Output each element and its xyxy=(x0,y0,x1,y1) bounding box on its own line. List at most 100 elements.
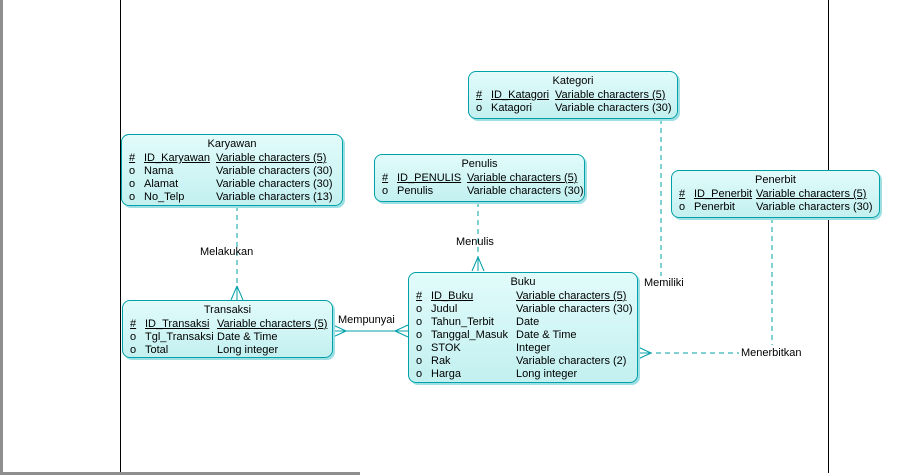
attribute-row-judul: o Judul Variable characters (30) xyxy=(409,303,637,316)
optional-marker: o xyxy=(382,185,389,197)
attribute-type: Variable characters (5) xyxy=(516,290,627,302)
entity-title-penerbit: Penerbit xyxy=(755,174,796,186)
attribute-name: STOK xyxy=(431,342,461,354)
attribute-type: Variable characters (30) xyxy=(216,165,333,177)
attribute-type: Variable characters (5) xyxy=(216,152,327,164)
relationship-mempunyai[interactable] xyxy=(332,324,409,338)
window-edge-bottom xyxy=(0,472,360,475)
attribute-type: Long integer xyxy=(217,344,279,356)
crows-foot-mempunyai xyxy=(332,324,347,338)
attribute-type: Date xyxy=(516,316,540,328)
attribute-name: Rak xyxy=(431,355,451,367)
attribute-type: Variable characters (13) xyxy=(216,191,333,203)
attribute-row-harga: o Harga Long integer xyxy=(409,368,637,381)
attribute-type: Variable characters (5) xyxy=(756,188,867,200)
attribute-type: Variable characters (30) xyxy=(756,201,873,213)
relationship-menulis[interactable] xyxy=(471,202,485,272)
optional-marker: o xyxy=(416,355,423,367)
optional-marker: o xyxy=(679,201,686,213)
primary-key-marker: # xyxy=(416,290,423,302)
optional-marker: o xyxy=(416,329,423,341)
optional-marker: o xyxy=(130,331,137,343)
attribute-name: ID_Penerbit xyxy=(694,188,753,200)
optional-marker: o xyxy=(416,342,423,354)
attribute-type: Date & Time xyxy=(516,329,577,341)
attribute-type: Variable characters (5) xyxy=(555,89,666,101)
attribute-name: Total xyxy=(145,344,169,356)
attribute-name: Tgl_Transaksi xyxy=(145,331,214,343)
attribute-type: Date & Time xyxy=(217,331,278,343)
optional-marker: o xyxy=(129,165,136,177)
attribute-type: Variable characters (5) xyxy=(467,172,578,184)
optional-marker: o xyxy=(476,102,483,114)
attribute-name: Tanggal_Masuk xyxy=(431,329,509,341)
attribute-type: Variable characters (30) xyxy=(516,303,633,315)
attribute-type: Variable characters (2) xyxy=(516,355,627,367)
relationship-label-memiliki[interactable]: Memiliki xyxy=(644,277,684,289)
relationship-label-mempunyai[interactable]: Mempunyai xyxy=(338,314,395,326)
relationship-menerbitkan[interactable] xyxy=(637,218,773,360)
primary-key-marker: # xyxy=(476,89,483,101)
attribute-type: Variable characters (30) xyxy=(216,178,333,190)
entity-title-karyawan: Karyawan xyxy=(207,138,257,150)
entity-penulis[interactable]: Penulis # ID_PENULIS Variable characters (5… xyxy=(374,154,585,202)
attribute-row-nama: o Nama Variable characters (30) xyxy=(122,165,342,178)
optional-marker: o xyxy=(130,344,137,356)
attribute-name: ID_Karyawan xyxy=(144,152,211,164)
relationship-label-melakukan[interactable]: Melakukan xyxy=(200,246,254,258)
attribute-type: Variable characters (30) xyxy=(467,185,584,197)
attribute-row-tahun_terbit: o Tahun_Terbit Date xyxy=(409,316,637,329)
attribute-type: Integer xyxy=(516,342,551,354)
attribute-name: ID_Transaksi xyxy=(145,318,210,330)
attribute-row-id_penulis: # ID_PENULIS Variable characters (5) xyxy=(375,172,584,185)
optional-marker: o xyxy=(416,368,423,380)
crows-foot-melakukan xyxy=(230,285,244,301)
attribute-name: ID_Katagori xyxy=(491,89,550,101)
primary-key-marker: # xyxy=(679,188,686,200)
relationship-label-menerbitkan[interactable]: Menerbitkan xyxy=(741,347,802,359)
attribute-name: Penerbit xyxy=(694,201,735,213)
primary-key-marker: # xyxy=(382,172,389,184)
attribute-name: Penulis xyxy=(397,185,434,197)
optional-marker: o xyxy=(129,191,136,203)
page-boundary-line-left xyxy=(120,0,121,473)
attribute-name: ID_PENULIS xyxy=(397,172,462,184)
attribute-type: Variable characters (5) xyxy=(217,318,328,330)
relationship-label-menulis[interactable]: Menulis xyxy=(456,236,494,248)
optional-marker: o xyxy=(416,303,423,315)
attribute-name: Alamat xyxy=(144,178,179,190)
attribute-name: Harga xyxy=(431,368,461,380)
attribute-type: Long integer xyxy=(516,368,578,380)
attribute-name: ID_Buku xyxy=(431,290,474,302)
relationship-melakukan[interactable] xyxy=(230,206,244,301)
attribute-name: Nama xyxy=(144,165,174,177)
attribute-name: Judul xyxy=(431,303,458,315)
entity-title-buku: Buku xyxy=(510,276,536,288)
crows-foot-menulis xyxy=(471,256,485,272)
attribute-name: Katagori xyxy=(491,102,532,114)
attribute-row-total: o Total Long integer xyxy=(123,344,332,357)
entity-title-penulis: Penulis xyxy=(461,158,498,170)
entity-title-kategori: Kategori xyxy=(552,75,594,87)
window-edge-left xyxy=(0,0,3,475)
attribute-row-stok: o STOK Integer xyxy=(409,342,637,355)
optional-marker: o xyxy=(416,316,423,328)
attribute-row-id_transaksi: # ID_Transaksi Variable characters (5) xyxy=(123,318,332,331)
attribute-type: Variable characters (30) xyxy=(555,102,672,114)
attribute-row-katagori: o Katagori Variable characters (30) xyxy=(469,102,677,115)
attribute-row-id_katagori: # ID_Katagori Variable characters (5) xyxy=(469,89,677,102)
attribute-name: Tahun_Terbit xyxy=(431,316,494,328)
entity-buku[interactable]: Buku # ID_Buku Variable characters (5) o Judu… xyxy=(408,272,638,383)
crows-foot-menerbitkan xyxy=(637,346,652,360)
primary-key-marker: # xyxy=(130,318,137,330)
